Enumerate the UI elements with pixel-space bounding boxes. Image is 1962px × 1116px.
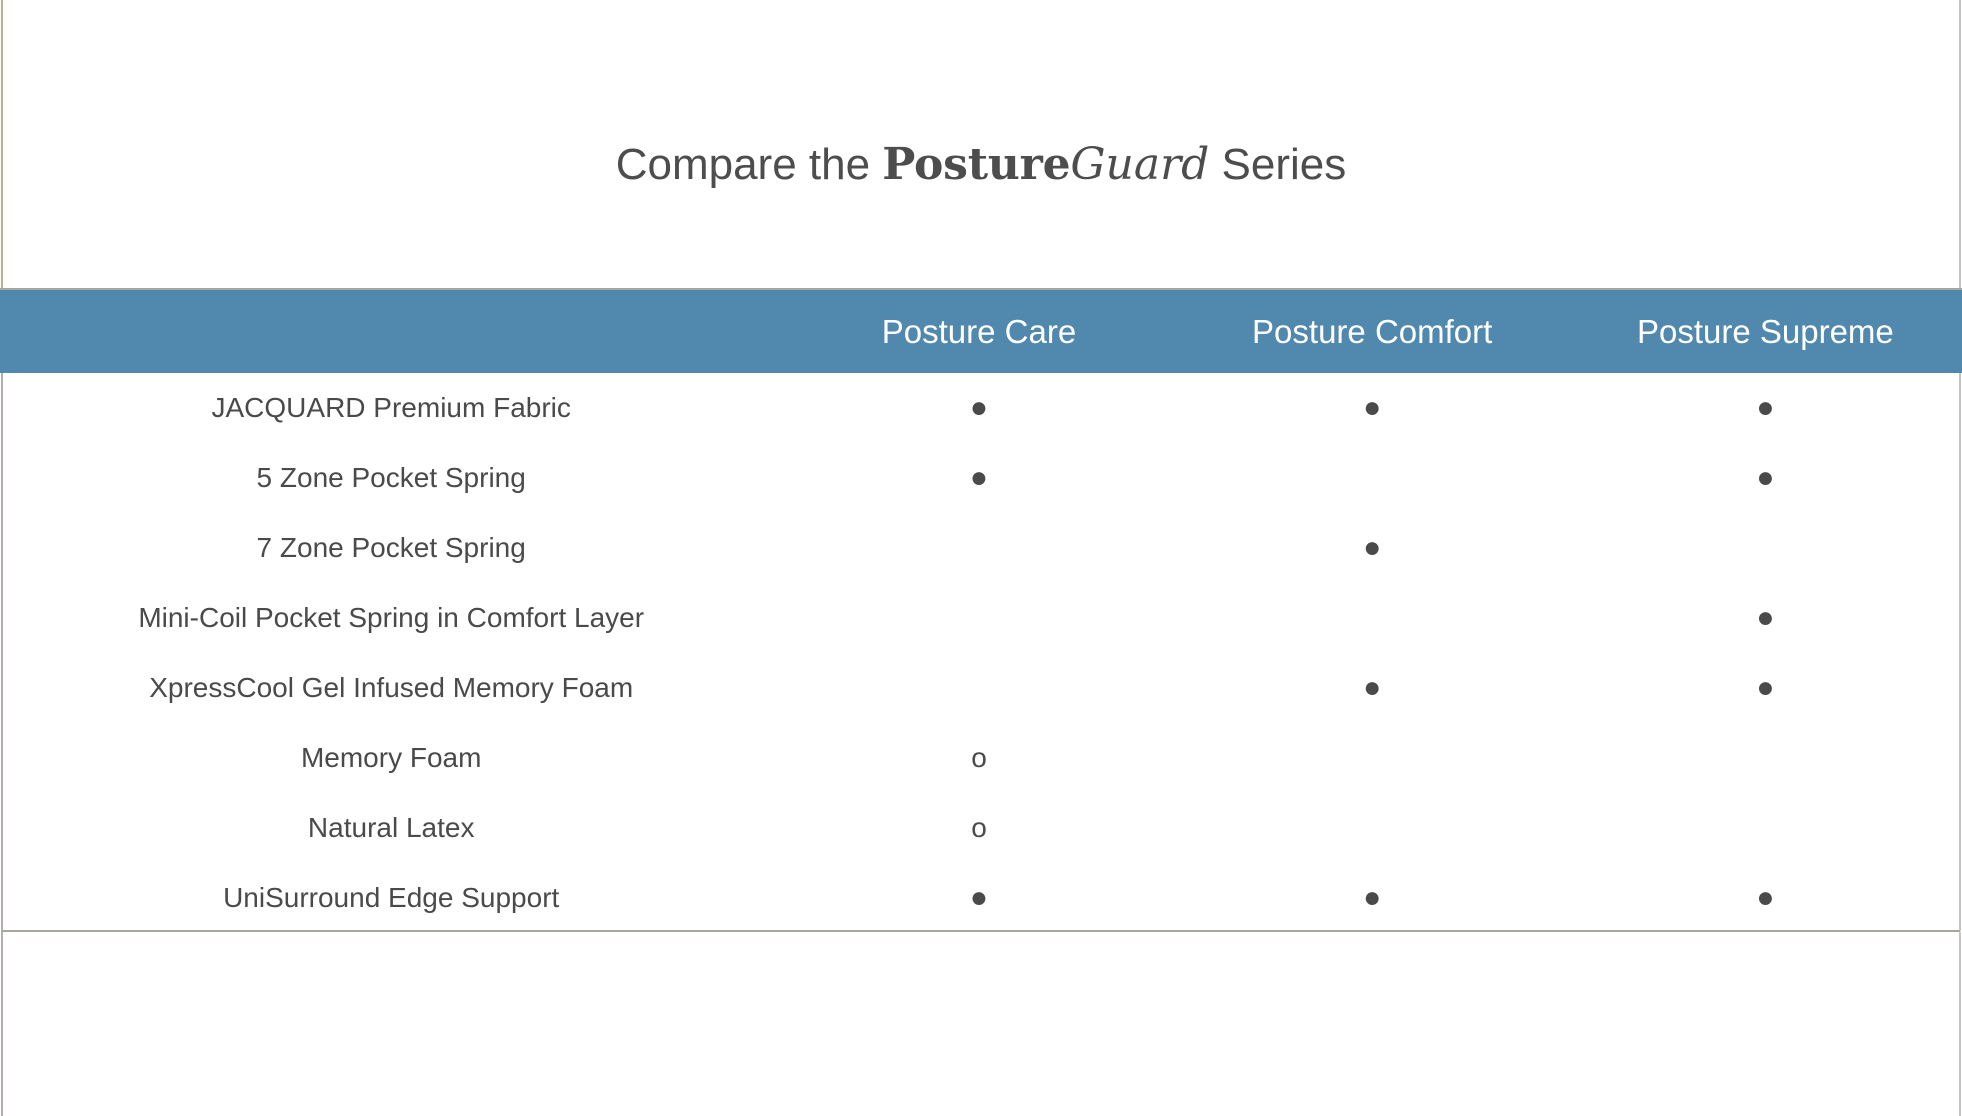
cell-posture-comfort: ●	[1176, 373, 1569, 443]
included-marker-icon: ●	[969, 461, 989, 494]
column-header-posture-comfort[interactable]: Posture Comfort	[1252, 312, 1493, 350]
table-header-row: Posture Care Posture Comfort Posture Sup…	[0, 289, 1962, 373]
page-edge-rule-left-bottom	[1, 932, 3, 1116]
page-title-suffix: Series	[1209, 140, 1347, 190]
feature-label: 7 Zone Pocket Spring	[256, 532, 526, 563]
brand-name-guard: Guard	[1070, 139, 1210, 191]
included-marker-icon: ●	[1363, 881, 1382, 914]
cell-posture-supreme	[1569, 793, 1962, 863]
table-row: JACQUARD Premium Fabric ● ● ●	[0, 373, 1962, 443]
cell-posture-comfort: ●	[1176, 513, 1569, 583]
column-header-posture-supreme[interactable]: Posture Supreme	[1636, 312, 1894, 350]
table-row: 7 Zone Pocket Spring ●	[0, 513, 1962, 583]
column-header-feature	[0, 289, 782, 373]
cell-posture-comfort	[1176, 583, 1569, 653]
cell-posture-supreme: ●	[1569, 583, 1962, 653]
page-title: Compare the PostureGuard Series	[0, 141, 1962, 189]
page-edge-rule-right-middle	[1959, 372, 1961, 931]
page-edge-rule-left-middle	[1, 372, 3, 931]
column-header-posture-care[interactable]: Posture Care	[881, 312, 1077, 350]
cell-posture-care: ●	[782, 443, 1175, 513]
cell-posture-comfort	[1176, 723, 1569, 793]
feature-label: Mini-Coil Pocket Spring in Comfort Layer	[138, 602, 645, 633]
cell-posture-comfort: ●	[1176, 863, 1569, 933]
product-comparison-table: Posture Care Posture Comfort Posture Sup…	[0, 288, 1962, 933]
page-edge-rule-left-top	[1, 0, 3, 291]
table-row: Memory Foam o	[0, 723, 1962, 793]
feature-label: JACQUARD Premium Fabric	[211, 392, 571, 423]
feature-label: Natural Latex	[307, 812, 475, 843]
optional-marker-icon: o	[971, 812, 987, 843]
table-row: Natural Latex o	[0, 793, 1962, 863]
cell-posture-supreme: ●	[1569, 443, 1962, 513]
cell-posture-supreme: ●	[1569, 653, 1962, 723]
cell-posture-supreme: ●	[1569, 863, 1962, 933]
cell-posture-care	[782, 513, 1175, 583]
included-marker-icon: ●	[1756, 671, 1775, 704]
feature-label: UniSurround Edge Support	[223, 882, 560, 913]
cell-posture-care: ●	[782, 863, 1175, 933]
table-row: UniSurround Edge Support ● ● ●	[0, 863, 1962, 933]
included-marker-icon: ●	[1756, 881, 1775, 914]
page-edge-rule-right-bottom	[1959, 932, 1961, 1116]
included-marker-icon: ●	[1756, 601, 1775, 634]
cell-posture-care: ●	[782, 373, 1175, 443]
brand-name-posture: Posture	[882, 139, 1071, 191]
included-marker-icon: ●	[1756, 391, 1775, 424]
included-marker-icon: ●	[1363, 391, 1382, 424]
cell-posture-care	[782, 653, 1175, 723]
cell-posture-comfort	[1176, 443, 1569, 513]
table-header: Posture Care Posture Comfort Posture Sup…	[0, 289, 1962, 373]
cell-posture-care	[782, 583, 1175, 653]
table-row: 5 Zone Pocket Spring ● ●	[0, 443, 1962, 513]
page-edge-rule-right-top	[1959, 0, 1961, 291]
cell-posture-comfort: ●	[1176, 653, 1569, 723]
included-marker-icon: ●	[969, 391, 989, 424]
page-title-prefix: Compare the	[615, 140, 883, 190]
cell-posture-care: o	[782, 723, 1175, 793]
feature-label: Memory Foam	[300, 742, 482, 773]
included-marker-icon: ●	[969, 881, 989, 914]
table-body: JACQUARD Premium Fabric ● ● ● 5 Zone Poc…	[0, 373, 1962, 933]
cell-posture-supreme	[1569, 513, 1962, 583]
table-row: Mini-Coil Pocket Spring in Comfort Layer…	[0, 583, 1962, 653]
optional-marker-icon: o	[971, 742, 987, 773]
included-marker-icon: ●	[1756, 461, 1775, 494]
cell-posture-care: o	[782, 793, 1175, 863]
table-row: XpressCool Gel Infused Memory Foam ● ●	[0, 653, 1962, 723]
feature-label: 5 Zone Pocket Spring	[256, 462, 526, 493]
cell-posture-comfort	[1176, 793, 1569, 863]
table-bottom-rule	[1, 930, 1960, 932]
cell-posture-supreme	[1569, 723, 1962, 793]
cell-posture-supreme: ●	[1569, 373, 1962, 443]
included-marker-icon: ●	[1363, 671, 1382, 704]
included-marker-icon: ●	[1363, 531, 1382, 564]
feature-label: XpressCool Gel Infused Memory Foam	[149, 672, 634, 703]
